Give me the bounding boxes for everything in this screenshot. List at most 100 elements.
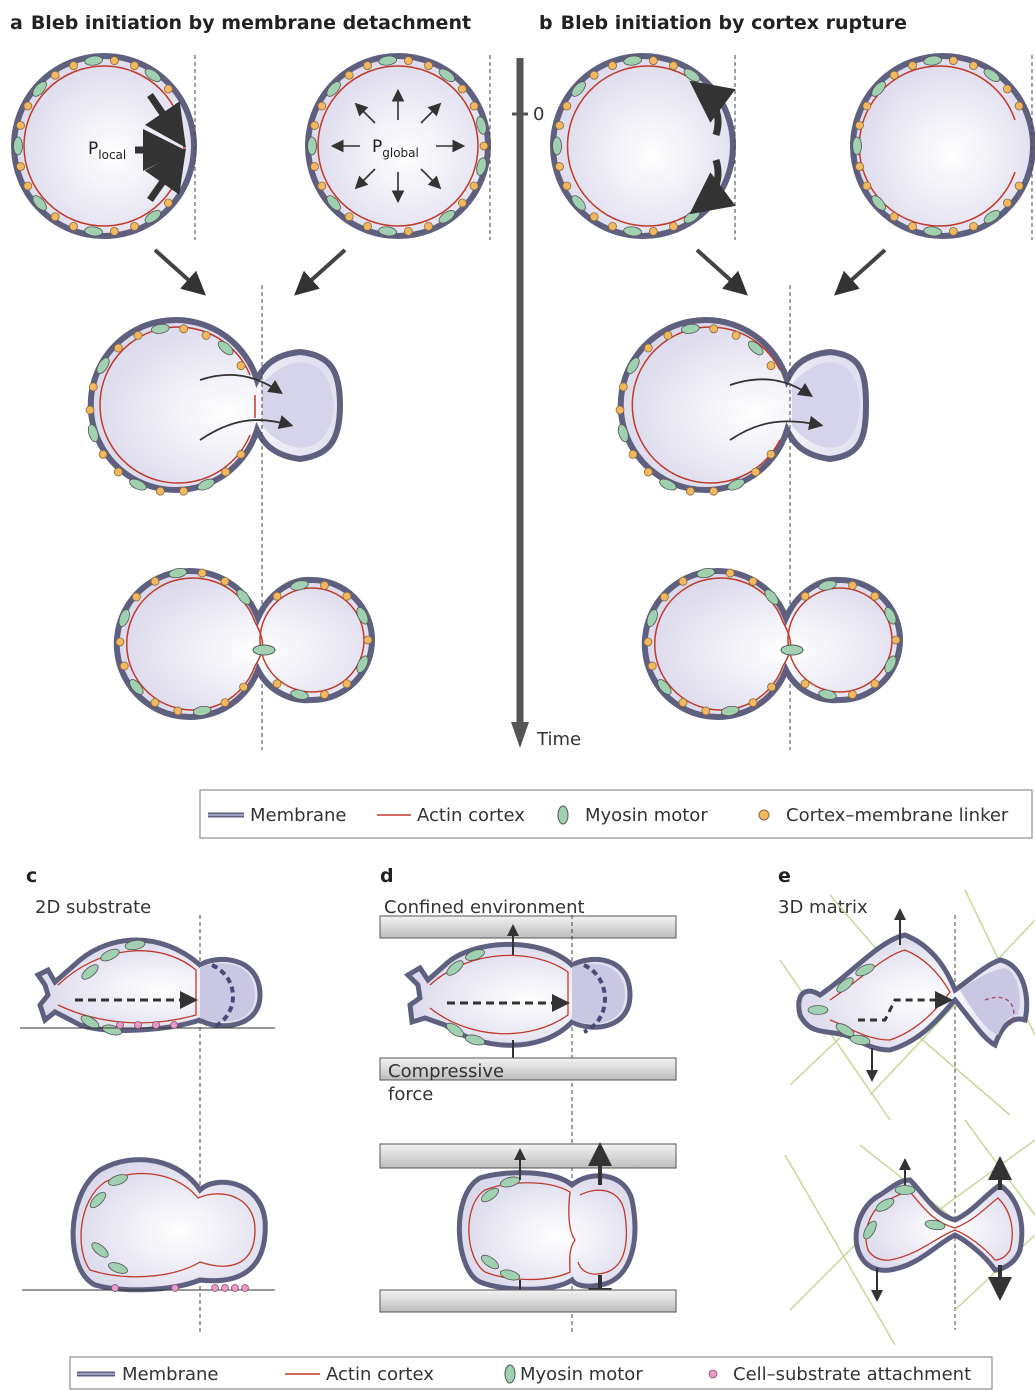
cortex-membrane-linker bbox=[343, 592, 351, 600]
cortex-membrane-linker bbox=[909, 62, 917, 70]
cell-e-top bbox=[799, 910, 1027, 1080]
cortex-membrane-linker bbox=[240, 683, 248, 691]
cortex-membrane-linker bbox=[801, 680, 809, 688]
cortex-membrane-linker bbox=[164, 199, 172, 207]
cortex-membrane-linker bbox=[726, 569, 734, 577]
cortex-membrane-linker bbox=[110, 57, 118, 65]
cortex-membrane-linker bbox=[51, 71, 59, 79]
cortex-membrane-linker bbox=[848, 581, 856, 589]
cortex-membrane-linker bbox=[644, 468, 652, 476]
myosin-motor bbox=[895, 1186, 915, 1195]
cortex-membrane-linker bbox=[749, 699, 757, 707]
cortex-membrane-linker bbox=[649, 227, 657, 235]
cortex-membrane-linker bbox=[732, 331, 740, 339]
legend-bottom-attachment: Cell–substrate attachment bbox=[733, 1364, 971, 1385]
cortex-membrane-linker bbox=[1003, 85, 1011, 93]
cortex-membrane-linker bbox=[222, 468, 230, 476]
cortex-membrane-linker bbox=[644, 638, 652, 646]
panel-e-letter: e bbox=[778, 865, 791, 887]
cortex-membrane-linker bbox=[343, 680, 351, 688]
cortex-membrane-linker bbox=[318, 182, 326, 190]
plate-top-2 bbox=[380, 1144, 676, 1168]
legend-top: Membrane Actin cortex Myosin motor Corte… bbox=[200, 790, 1032, 838]
cortex-membrane-linker bbox=[458, 199, 466, 207]
cortex-membrane-linker bbox=[237, 450, 245, 458]
panel-c-letter: c bbox=[26, 865, 37, 887]
cortex-membrane-linker bbox=[114, 344, 122, 352]
cortex-membrane-linker bbox=[590, 71, 598, 79]
cortex-membrane-linker bbox=[629, 450, 637, 458]
cortex-membrane-linker bbox=[710, 487, 718, 495]
cortex-membrane-linker bbox=[1003, 199, 1011, 207]
cortex-membrane-linker bbox=[364, 636, 372, 644]
cortex-membrane-linker bbox=[156, 487, 164, 495]
cortex-membrane-linker bbox=[855, 121, 863, 129]
cortex-membrane-linker bbox=[198, 569, 206, 577]
myosin-motor bbox=[14, 137, 23, 155]
cortex-membrane-linker bbox=[320, 581, 328, 589]
cell-b-rupture bbox=[553, 55, 734, 237]
cortex-membrane-linker bbox=[318, 102, 326, 110]
cortex-membrane-linker bbox=[949, 57, 957, 65]
time-label: Time bbox=[536, 729, 581, 750]
cortex-membrane-linker bbox=[480, 142, 488, 150]
plate-top-1 bbox=[380, 916, 676, 938]
cortex-membrane-linker bbox=[310, 163, 318, 171]
cortex-membrane-linker bbox=[679, 577, 687, 585]
cortex-membrane-linker bbox=[70, 222, 78, 230]
cortex-membrane-linker bbox=[16, 163, 24, 171]
myosin-motor bbox=[308, 137, 317, 155]
cortex-membrane-linker bbox=[664, 331, 672, 339]
panel-b-letter: b bbox=[539, 12, 553, 34]
cortex-membrane-linker bbox=[669, 62, 677, 70]
cortex-membrane-linker bbox=[768, 683, 776, 691]
cell-a-bleb-retracting bbox=[116, 567, 372, 717]
myosin-motor bbox=[808, 1006, 828, 1015]
cortex-membrane-linker bbox=[70, 62, 78, 70]
cortex-membrane-linker bbox=[364, 62, 372, 70]
cortex-membrane-linker bbox=[855, 163, 863, 171]
cell-c-bottom bbox=[22, 1160, 275, 1292]
cortex-membrane-linker bbox=[110, 227, 118, 235]
svg-text:bBleb initiation by cortex rup: bBleb initiation by cortex rupture bbox=[539, 12, 907, 34]
cell-b-bleb-retracting bbox=[644, 567, 900, 717]
cortex-membrane-linker bbox=[86, 406, 94, 414]
cortex-membrane-linker bbox=[424, 62, 432, 70]
panel-a-letter: a bbox=[10, 12, 23, 34]
cortex-membrane-linker bbox=[679, 699, 687, 707]
cortex-membrane-linker bbox=[24, 182, 32, 190]
cell-a-bleb-forming bbox=[86, 320, 340, 495]
cell-e-bottom bbox=[856, 1160, 1022, 1300]
compressive-force-line2: force bbox=[388, 1084, 433, 1105]
cortex-membrane-linker bbox=[16, 121, 24, 129]
panel-e-label: 3D matrix bbox=[778, 897, 868, 918]
cell-d-bottom bbox=[459, 1146, 635, 1308]
legend-top-myosin: Myosin motor bbox=[585, 805, 708, 826]
cortex-membrane-linker bbox=[114, 468, 122, 476]
time-axis bbox=[511, 58, 529, 748]
cortex-membrane-linker bbox=[616, 406, 624, 414]
cortex-membrane-linker bbox=[130, 62, 138, 70]
cell-a-local-pressure bbox=[14, 55, 195, 237]
cortex-membrane-linker bbox=[702, 707, 710, 715]
cortex-membrane-linker bbox=[767, 450, 775, 458]
cortex-membrane-linker bbox=[555, 163, 563, 171]
cortex-membrane-linker bbox=[969, 62, 977, 70]
cortex-membrane-linker bbox=[174, 707, 182, 715]
cortex-membrane-linker bbox=[563, 102, 571, 110]
cortex-membrane-linker bbox=[649, 57, 657, 65]
cortex-membrane-linker bbox=[151, 577, 159, 585]
cortex-membrane-linker bbox=[470, 182, 478, 190]
cortex-membrane-linker bbox=[130, 222, 138, 230]
cortex-membrane-linker bbox=[180, 487, 188, 495]
cortex-membrane-linker bbox=[164, 85, 172, 93]
cell-d-top bbox=[408, 926, 630, 1070]
cortex-membrane-linker bbox=[202, 331, 210, 339]
legend-bottom-membrane: Membrane bbox=[122, 1364, 218, 1385]
legend-top-linker: Cortex–membrane linker bbox=[786, 805, 1009, 826]
cortex-membrane-linker bbox=[848, 691, 856, 699]
cortex-membrane-linker bbox=[120, 662, 128, 670]
cortex-membrane-linker bbox=[273, 680, 281, 688]
panel-a-title: Bleb initiation by membrane detachment bbox=[31, 12, 471, 34]
